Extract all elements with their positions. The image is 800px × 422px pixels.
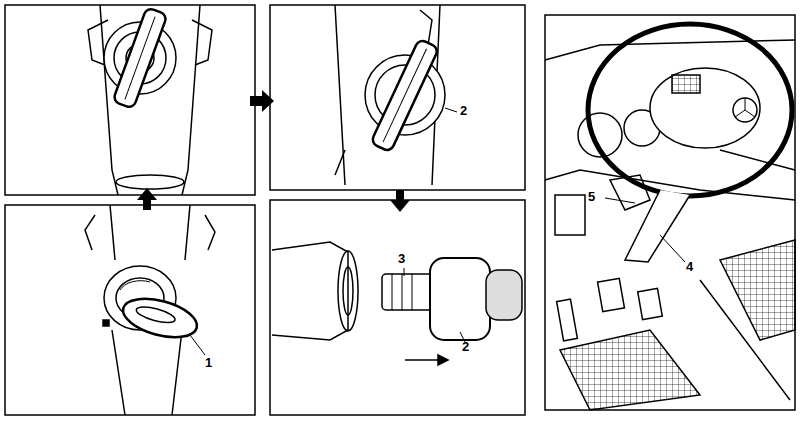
emblem <box>733 98 757 122</box>
callout-number: 2 <box>460 104 467 118</box>
lock-bore <box>338 251 358 331</box>
step0-column <box>85 205 215 415</box>
key <box>371 39 440 153</box>
key-groove <box>125 17 155 100</box>
callout-number: 5 <box>588 190 595 204</box>
column-band <box>116 175 184 189</box>
panel-frame <box>545 15 795 410</box>
block-arrow <box>250 90 274 112</box>
floor-mat <box>560 330 700 410</box>
column-switch <box>610 175 650 210</box>
callout-number: 2 <box>462 340 469 354</box>
panel-frame <box>5 5 255 195</box>
block-arrow <box>137 188 157 210</box>
panel-frame <box>270 200 525 415</box>
emblem-star <box>735 98 755 117</box>
lock-cylinder <box>382 274 432 310</box>
panel-frame <box>5 205 255 415</box>
key <box>119 292 201 345</box>
column-bracket <box>85 215 215 250</box>
pull-arrow <box>405 359 438 361</box>
key <box>113 7 168 108</box>
steering-wheel <box>588 24 792 196</box>
column-outline <box>100 5 200 195</box>
cockpit-view <box>545 24 795 410</box>
step1-column <box>88 5 212 195</box>
vent <box>555 195 585 235</box>
key-groove <box>383 49 427 142</box>
leader-line <box>190 335 205 355</box>
step3-removal <box>272 242 522 365</box>
block-arrow <box>390 190 410 212</box>
horn-grille <box>672 75 700 93</box>
pedal <box>598 278 625 311</box>
mark <box>103 320 109 326</box>
steering-column <box>625 190 690 262</box>
column-stub <box>272 242 348 340</box>
panel-frame <box>270 5 525 190</box>
pedal <box>638 288 663 319</box>
lock-knob <box>430 258 490 340</box>
leader-line <box>445 108 457 112</box>
key-hole <box>135 304 177 326</box>
leader-line <box>660 235 685 262</box>
callout-number: 4 <box>686 260 693 274</box>
seat-edge <box>700 150 795 400</box>
step2-column <box>335 5 457 185</box>
key-head <box>486 270 522 320</box>
callout-number: 1 <box>205 356 212 370</box>
pedal <box>557 299 578 341</box>
panel-frames <box>5 5 795 415</box>
callout-number: 3 <box>398 252 405 266</box>
leader-line <box>404 268 405 276</box>
floor-mat <box>720 240 795 340</box>
airbag-pad <box>650 68 760 148</box>
cylinder-ridge <box>392 274 412 310</box>
pull-arrowhead <box>438 355 448 365</box>
turn-arrow <box>120 281 150 290</box>
leader-line <box>605 198 635 203</box>
lock-bore-inner <box>343 267 353 315</box>
